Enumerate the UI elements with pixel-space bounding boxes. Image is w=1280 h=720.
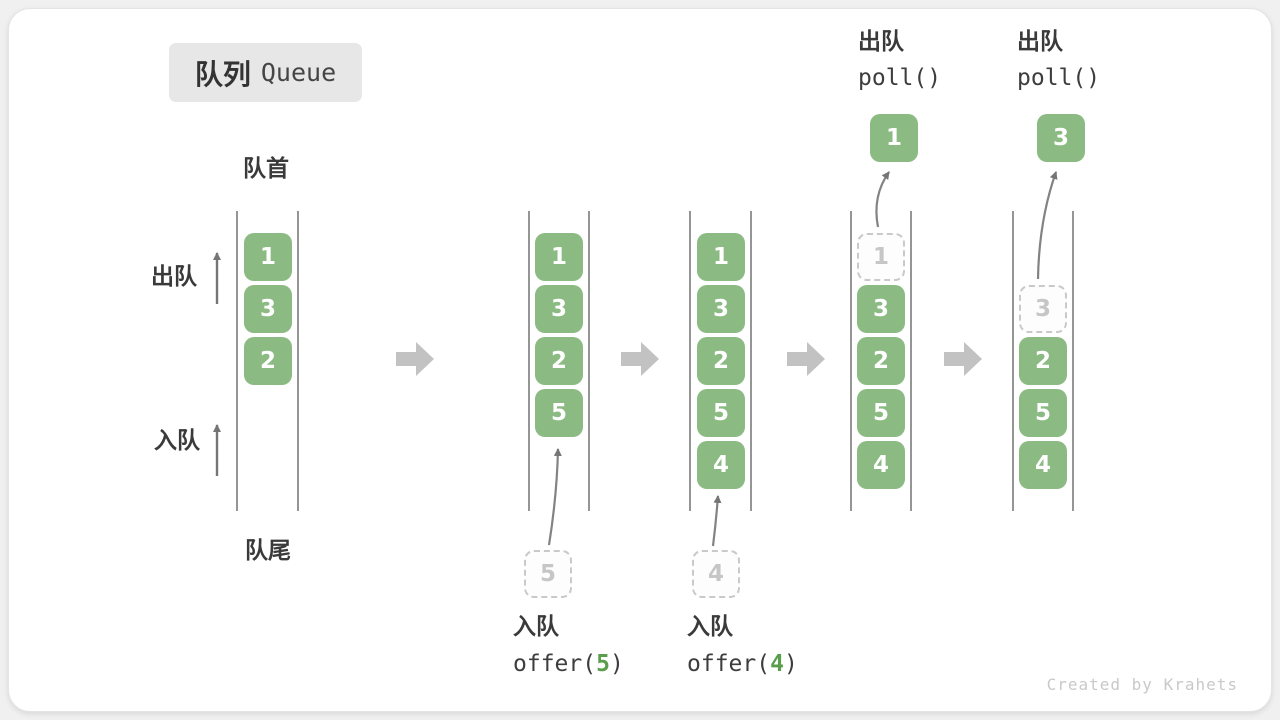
dequeue-side-label: 出队	[151, 264, 197, 290]
dequeue-op-label: 出队	[1017, 29, 1063, 55]
queue-item: 5	[1019, 389, 1067, 437]
queue-item-incoming: 5	[524, 550, 572, 598]
queue-item: 3	[697, 285, 745, 333]
queue-item: 5	[697, 389, 745, 437]
diagram-card	[8, 8, 1272, 712]
code-open: offer(	[687, 651, 771, 677]
queue-item-removed: 1	[857, 233, 905, 281]
queue-item: 4	[1019, 441, 1067, 489]
code-close: )	[609, 651, 624, 677]
queue-front-label: 队首	[243, 156, 289, 182]
queue-item: 2	[244, 337, 292, 385]
enqueue-side-label: 入队	[154, 428, 200, 454]
polled-item: 1	[870, 114, 918, 162]
queue-item-removed: 3	[1019, 285, 1067, 333]
code-arg: 5	[596, 651, 610, 677]
dequeue-op-code: poll()	[858, 65, 942, 91]
queue-item: 2	[857, 337, 905, 385]
title-en: Queue	[260, 58, 337, 87]
title-zh: 队列	[194, 57, 251, 91]
queue-item: 1	[535, 233, 583, 281]
polled-item: 3	[1037, 114, 1085, 162]
queue-item: 2	[535, 337, 583, 385]
enqueue-op-code: offer(4)	[687, 651, 798, 677]
queue-item: 4	[857, 441, 905, 489]
queue-item: 5	[535, 389, 583, 437]
queue-item: 2	[697, 337, 745, 385]
queue-item: 1	[244, 233, 292, 281]
queue-item: 1	[697, 233, 745, 281]
enqueue-op-label: 入队	[687, 614, 733, 640]
queue-item: 3	[857, 285, 905, 333]
enqueue-op-code: offer(5)	[513, 651, 624, 677]
queue-item-incoming: 4	[692, 550, 740, 598]
queue-item: 3	[535, 285, 583, 333]
enqueue-op-label: 入队	[513, 614, 559, 640]
title-badge: 队列 Queue	[169, 43, 362, 102]
queue-item: 2	[1019, 337, 1067, 385]
watermark: Created by Krahets	[1046, 675, 1238, 694]
queue-item: 4	[697, 441, 745, 489]
dequeue-op-code: poll()	[1017, 65, 1101, 91]
queue-rear-label: 队尾	[245, 538, 291, 564]
queue-item: 5	[857, 389, 905, 437]
code-close: )	[783, 651, 798, 677]
code-arg: 4	[770, 651, 784, 677]
dequeue-op-label: 出队	[858, 29, 904, 55]
queue-item: 3	[244, 285, 292, 333]
code-open: offer(	[513, 651, 597, 677]
